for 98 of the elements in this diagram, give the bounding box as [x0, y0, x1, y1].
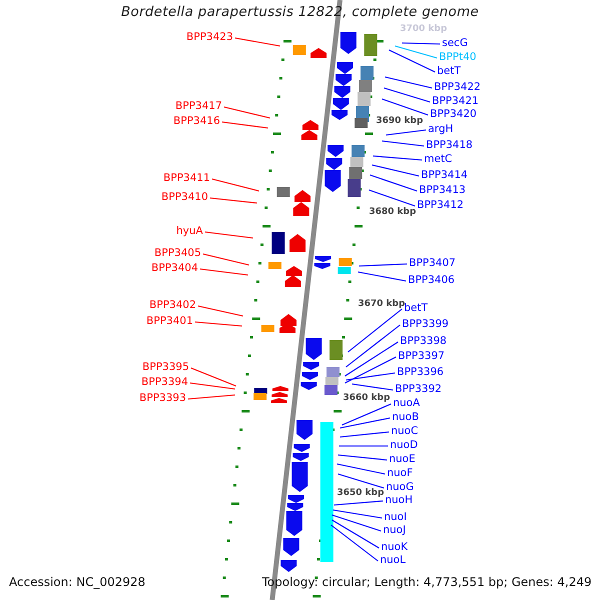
gene-label: nuoA [393, 397, 420, 410]
gene-label: nuoG [386, 481, 414, 494]
gene-label: BPP3416 [173, 115, 220, 128]
gene-label: nuoC [391, 425, 418, 438]
leader-line [372, 164, 420, 177]
gene-label: BPP3423 [186, 31, 233, 44]
gene-label: BPP3406 [408, 274, 455, 287]
leader-line [358, 263, 408, 267]
leader-line [382, 140, 424, 147]
gene-label: argH [428, 123, 454, 136]
position-label: 3670 kbp [358, 299, 406, 309]
leader-line [234, 37, 280, 47]
leader-line [348, 308, 402, 352]
gene-label: BPP3395 [142, 361, 189, 374]
gene-label: BPP3407 [409, 257, 456, 270]
gene-label: nuoL [380, 554, 406, 567]
leader-line [352, 383, 394, 391]
gene-label: BPP3401 [146, 315, 193, 328]
gene-label: BPP3397 [398, 350, 445, 363]
gene-label: BPP3418 [426, 139, 473, 152]
leader-line [210, 197, 258, 204]
gene-label: BPP3393 [139, 392, 186, 405]
leader-line [190, 367, 236, 387]
position-label: 3660 kbp [343, 393, 390, 403]
gene-label: nuoD [390, 439, 418, 452]
leader-line [370, 174, 418, 192]
gene-label: BPP3417 [175, 100, 222, 113]
gene-label: BPP3421 [432, 95, 479, 108]
gene-label: BPP3422 [434, 81, 481, 94]
leader-line [332, 514, 382, 532]
leader-line [402, 42, 440, 45]
leader-line [202, 253, 250, 266]
gene-label: BPP3398 [400, 335, 447, 348]
position-label: 3650 kbp [337, 488, 384, 498]
leader-line [344, 342, 398, 376]
leader-line [344, 356, 396, 384]
gene-label: BPP3410 [161, 191, 208, 204]
gene-label: BPP3413 [419, 184, 466, 197]
leader-line [382, 98, 428, 116]
gene-label: BPP3404 [151, 262, 198, 275]
title: Bordetella parapertussis 12822, complete genome [120, 4, 480, 21]
gene-label: nuoF [387, 467, 413, 480]
leader-line [188, 394, 236, 400]
leader-line [388, 50, 436, 72]
leader-line [224, 106, 270, 119]
leader-line [339, 445, 388, 447]
gene-label: BPP3396 [397, 366, 444, 379]
leader-line [200, 268, 248, 276]
leader-line [342, 404, 392, 426]
gene-label: nuoK [381, 541, 408, 554]
leader-line [222, 121, 268, 129]
gene-label: BPP3405 [154, 247, 201, 260]
leader-line [340, 431, 390, 438]
gene-label: BPPt40 [439, 51, 476, 64]
gene-label: BPP3394 [141, 376, 188, 389]
position-label: 3690 kbp [376, 116, 424, 126]
gene-label: BPP3392 [395, 383, 442, 396]
leader-line [330, 524, 378, 562]
leader-line [332, 520, 380, 548]
leader-line [204, 231, 254, 239]
footer-text: Topology: circular; Length: 4,773,551 bp; Genes: 4,249 [262, 575, 592, 589]
gene-label: hyuA [176, 225, 203, 238]
gene-label: BPP3411 [163, 172, 210, 185]
gene-label: nuoH [385, 494, 413, 507]
leader-line [212, 178, 260, 192]
leader-line [384, 87, 430, 103]
gene-label: nuoB [392, 411, 419, 424]
leader-line [386, 129, 426, 136]
leader-line [336, 463, 386, 475]
gene-label: BPP3402 [149, 299, 196, 312]
leader-line [346, 372, 396, 381]
leader-line [394, 45, 438, 59]
leader-line [198, 305, 244, 317]
leader-line [368, 189, 416, 207]
gene-label: betT [404, 302, 428, 315]
gene-label: nuoE [389, 453, 416, 466]
position-label: 3680 kbp [369, 207, 416, 217]
gene-label: betT [437, 65, 461, 78]
gene-label: BPP3399 [402, 318, 449, 331]
leader-line [334, 500, 384, 506]
leader-line [190, 382, 236, 390]
leader-line [358, 271, 406, 282]
leader-line [384, 76, 432, 89]
leader-line [338, 454, 388, 461]
gene-label: BPP3414 [421, 169, 468, 182]
gene-label: BPP3412 [417, 199, 464, 212]
gene-label: metC [424, 153, 452, 166]
gene-label: nuoI [384, 511, 407, 524]
leader-line [346, 324, 400, 368]
gene-label: secG [442, 37, 468, 50]
leader-line [194, 321, 242, 327]
leader-line [372, 155, 422, 161]
leader-line [332, 509, 382, 519]
footer-text: Accession: NC_002928 [9, 575, 146, 589]
leader-line [340, 417, 390, 429]
leader-line [338, 473, 384, 489]
gene-label: BPP3420 [430, 108, 477, 121]
gene-label: nuoJ [383, 524, 406, 537]
